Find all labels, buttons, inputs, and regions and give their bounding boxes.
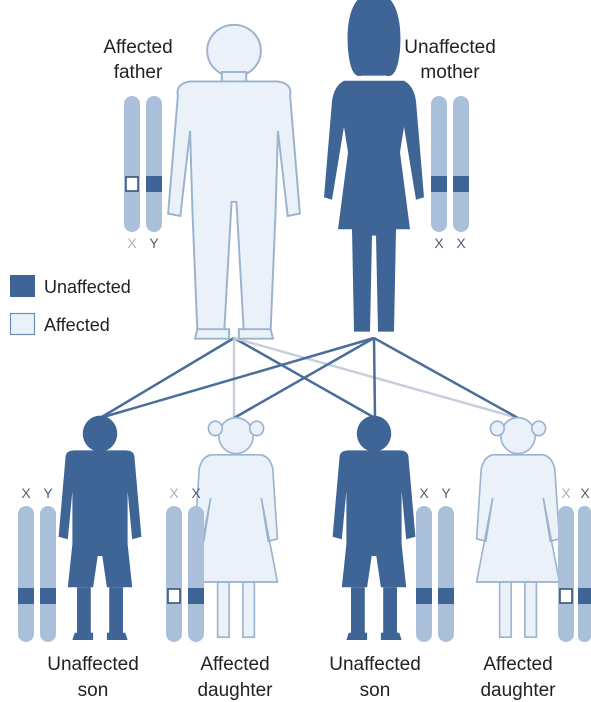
legend-unaffected-label: Unaffected xyxy=(44,277,131,297)
mother-chrom-label-1: X xyxy=(434,235,444,251)
line-mother-son1 xyxy=(100,338,374,418)
child-3-label-line1: Unaffected xyxy=(329,654,421,675)
child-2-label-line1: Affected xyxy=(200,654,269,675)
child-3-figure xyxy=(333,416,416,640)
child-2-chromosomes xyxy=(166,506,204,642)
father-chromosomes xyxy=(124,96,162,232)
child-2-chrom-label-2: X xyxy=(191,485,201,501)
child-4-chromosomes xyxy=(558,506,591,642)
child-4-figure xyxy=(477,418,560,638)
mother-chromosomes xyxy=(431,96,469,232)
child-3-label-line2: son xyxy=(360,680,391,701)
child-1-figure xyxy=(59,416,142,640)
line-father-son1 xyxy=(100,338,234,418)
child-2-figure xyxy=(195,418,278,638)
child-3-chromosomes xyxy=(416,506,454,642)
line-mother-son2 xyxy=(374,338,375,418)
mother-label-line1: Unaffected xyxy=(404,37,496,58)
legend-unaffected-swatch xyxy=(10,275,35,297)
child-1-chrom-label-1: X xyxy=(21,485,31,501)
father-label-line1: Affected xyxy=(103,37,172,58)
legend-affected-label: Affected xyxy=(44,315,110,335)
child-3-chrom-label-2: Y xyxy=(441,485,451,501)
child-1-chromosomes xyxy=(18,506,56,642)
child-1-chrom-label-2: Y xyxy=(43,485,53,501)
child-2-label-line2: daughter xyxy=(197,680,273,701)
child-2-chrom-label-1: X xyxy=(169,485,179,501)
child-1-label-line1: Unaffected xyxy=(47,654,139,675)
child-4-chrom-label-2: X xyxy=(580,485,590,501)
child-4-label-line1: Affected xyxy=(483,654,552,675)
father-chrom-label-2: Y xyxy=(149,235,159,251)
legend: Unaffected Affected xyxy=(10,275,131,335)
mother-label-line2: mother xyxy=(420,62,480,83)
child-1-label-line2: son xyxy=(78,680,109,701)
mother-chrom-label-2: X xyxy=(456,235,466,251)
father-y-band xyxy=(146,176,162,192)
father-label-line2: father xyxy=(114,62,163,83)
child-3-chrom-label-1: X xyxy=(419,485,429,501)
legend-affected-swatch xyxy=(11,314,35,335)
lineage-lines xyxy=(100,338,518,418)
father-figure xyxy=(168,25,300,339)
father-chrom-label-1: X xyxy=(127,235,137,251)
child-4-label-line2: daughter xyxy=(480,680,556,701)
line-mother-daughter2 xyxy=(374,338,518,418)
father-x-affected-band xyxy=(126,177,138,191)
child-4-chrom-label-1: X xyxy=(561,485,571,501)
